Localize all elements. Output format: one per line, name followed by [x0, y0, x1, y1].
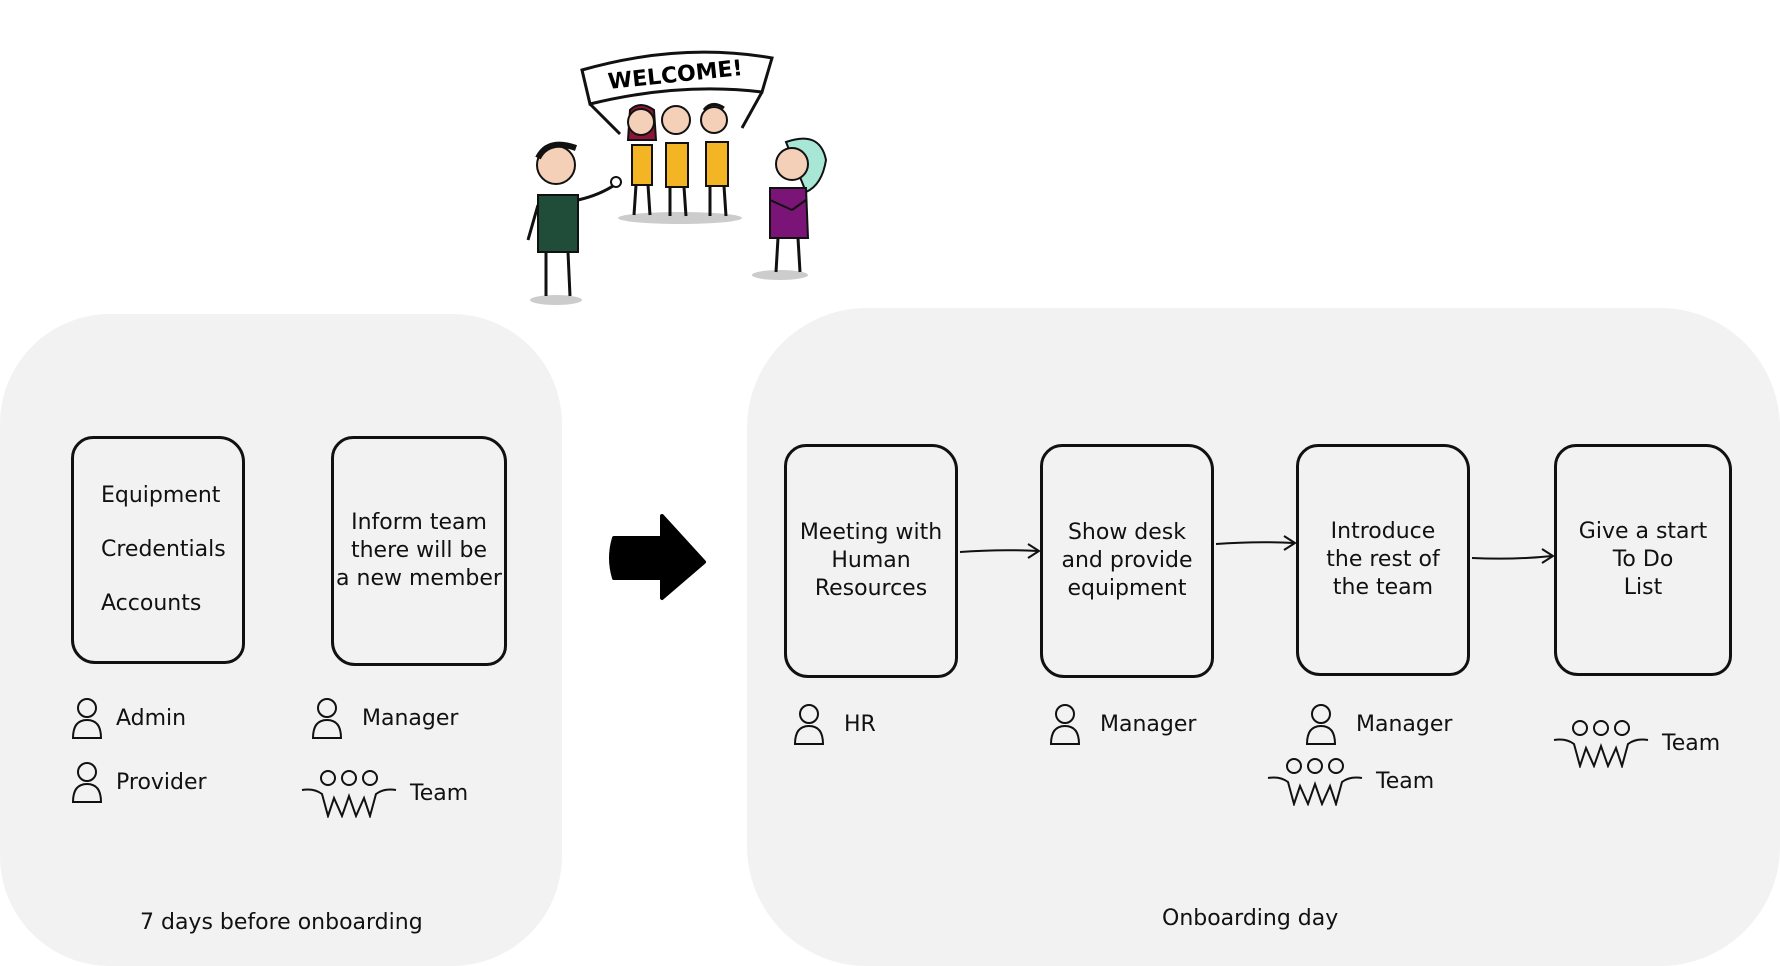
- before-onboarding-caption: 7 days before onboarding: [140, 910, 423, 935]
- role-label: Team: [1376, 768, 1435, 794]
- card-line: a new member: [336, 566, 502, 591]
- onboarding-day-caption: Onboarding day: [1162, 906, 1339, 931]
- role-manager: Manager: [1048, 702, 1196, 746]
- card-line: Resources: [814, 576, 928, 601]
- step-card-hr-meeting: Meeting with Human Resources: [784, 444, 958, 678]
- role-manager: Manager: [310, 696, 458, 740]
- role-label: Admin: [116, 705, 187, 731]
- person-green: [526, 141, 622, 305]
- connector-arrow: [1471, 555, 1553, 560]
- role-label: Team: [1662, 730, 1721, 756]
- card-line: the team: [1332, 575, 1434, 600]
- card-line: Show desk: [1067, 520, 1187, 545]
- person-icon: [1049, 704, 1081, 745]
- equipment-card: Equipment Credentials Accounts: [71, 436, 245, 664]
- team-icon: [1267, 758, 1363, 806]
- step-card-introduce-team: Introduce the rest of the team: [1296, 444, 1470, 676]
- person-yellow-2: [700, 103, 729, 217]
- connector-arrow: [1215, 541, 1295, 545]
- card-line: Human: [831, 548, 911, 573]
- role-team: Team: [1552, 718, 1720, 768]
- role-label: Manager: [1356, 711, 1453, 737]
- arrowhead-icon: [1541, 548, 1555, 564]
- person-icon: [71, 698, 103, 739]
- role-hr: HR: [792, 702, 876, 746]
- big-arrow-icon: [609, 514, 706, 600]
- arrowhead-icon: [1283, 535, 1297, 551]
- card-line: To Do: [1612, 547, 1674, 572]
- card-line: equipment: [1067, 576, 1187, 601]
- role-team: Team: [1266, 756, 1434, 806]
- role-manager: Manager: [1304, 702, 1452, 746]
- card-line: Inform team: [351, 510, 487, 535]
- arrowhead-icon: [1027, 543, 1041, 559]
- card-line: the rest of: [1326, 547, 1440, 572]
- person-purple: [752, 137, 828, 280]
- card-line: Meeting with: [799, 520, 943, 545]
- inform-team-card: Inform team there will be a new member: [331, 436, 507, 666]
- card-line: Introduce: [1330, 519, 1436, 544]
- team-icon: [301, 770, 397, 818]
- onboarding-day-panel: [747, 308, 1780, 966]
- card-line: and provide: [1061, 548, 1193, 573]
- card-line: List: [1623, 575, 1663, 600]
- role-label: Manager: [1100, 711, 1197, 737]
- person-icon: [311, 698, 343, 739]
- card-line: Equipment: [101, 483, 221, 508]
- step-card-todo-list: Give a start To Do List: [1554, 444, 1732, 676]
- step-card-show-desk: Show desk and provide equipment: [1040, 444, 1214, 678]
- role-label: Team: [410, 780, 469, 806]
- card-line: Accounts: [101, 591, 202, 616]
- person-yellow: [661, 105, 691, 217]
- person-maroon: [626, 104, 658, 216]
- role-admin: Admin: [70, 696, 186, 740]
- role-team: Team: [300, 768, 468, 818]
- person-icon: [793, 704, 825, 745]
- card-line: there will be: [350, 538, 487, 563]
- person-icon: [71, 762, 103, 803]
- welcome-banner: WELCOME!: [580, 50, 774, 136]
- person-icon: [1305, 704, 1337, 745]
- role-label: Provider: [116, 769, 207, 795]
- role-provider: Provider: [70, 760, 207, 804]
- card-line: Credentials: [101, 537, 226, 562]
- card-line: Give a start: [1578, 519, 1708, 544]
- connector-arrow: [959, 549, 1039, 553]
- team-icon: [1553, 720, 1649, 768]
- role-label: HR: [844, 711, 876, 737]
- role-label: Manager: [362, 705, 459, 731]
